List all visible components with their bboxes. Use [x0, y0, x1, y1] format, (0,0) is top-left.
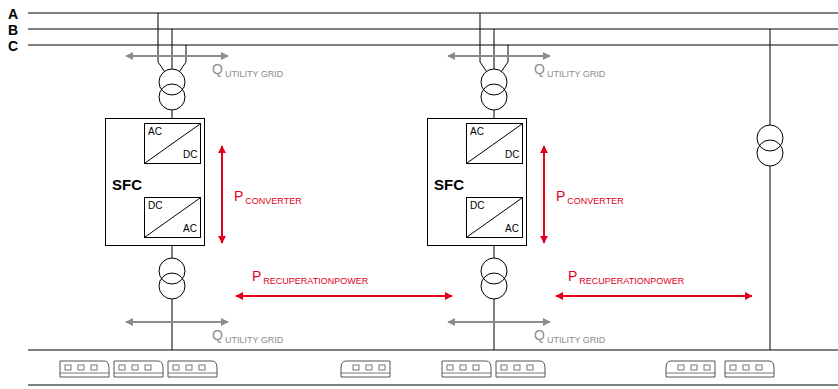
quantity-label: QUTILITY GRID [534, 61, 605, 77]
trains [60, 361, 774, 377]
transformer-feeder [757, 29, 783, 350]
quantity-symbol: P [568, 268, 577, 284]
converter-side: DC [505, 150, 519, 160]
quantity-label: QUTILITY GRID [212, 327, 283, 343]
quantity-subscript: UTILITY GRID [225, 335, 283, 345]
quantity-symbol: Q [534, 327, 545, 343]
quantity-label: PRECUPERATIONPOWER [568, 268, 684, 284]
quantity-label: PCONVERTER [556, 188, 624, 204]
converter-box: SFC AC DC DC AC [427, 118, 527, 246]
converter-side: AC [183, 224, 197, 234]
converter-block: AC DC [144, 123, 201, 164]
quantity-label: B [8, 22, 18, 38]
quantity-subscript: UTILITY GRID [547, 335, 605, 345]
phase-name: C [8, 38, 18, 54]
quantity-symbol: Q [212, 61, 223, 77]
quantity-symbol: P [556, 188, 565, 204]
converter-side: DC [470, 201, 484, 211]
converter-side: DC [183, 150, 197, 160]
converter-title: SFC [434, 177, 464, 192]
converter-side: AC [470, 127, 484, 137]
quantity-label: QUTILITY GRID [212, 61, 283, 77]
converter-side: AC [505, 224, 519, 234]
converter-block: DC AC [144, 197, 201, 238]
converter-side: AC [148, 127, 162, 137]
quantity-symbol: P [252, 268, 261, 284]
converter-side: DC [148, 201, 162, 211]
quantity-subscript: RECUPERATIONPOWER [263, 276, 368, 286]
quantity-subscript: CONVERTER [245, 196, 301, 206]
quantity-label: A [8, 6, 18, 22]
converter-block: DC AC [466, 197, 523, 238]
phase-name: A [8, 6, 18, 22]
phase-name: B [8, 22, 18, 38]
quantity-label: PRECUPERATIONPOWER [252, 268, 368, 284]
quantity-label: PCONVERTER [234, 188, 302, 204]
quantity-subscript: UTILITY GRID [547, 69, 605, 79]
quantity-symbol: Q [534, 61, 545, 77]
quantity-subscript: CONVERTER [567, 196, 623, 206]
quantity-symbol: Q [212, 327, 223, 343]
quantity-symbol: P [234, 188, 243, 204]
quantity-label: C [8, 38, 18, 54]
rails [28, 350, 838, 385]
quantity-label: QUTILITY GRID [534, 327, 605, 343]
quantity-subscript: RECUPERATIONPOWER [579, 276, 684, 286]
converter-box: SFC AC DC DC AC [105, 118, 205, 246]
three-phase-lines [28, 13, 838, 45]
quantity-subscript: UTILITY GRID [225, 69, 283, 79]
converter-block: AC DC [466, 123, 523, 164]
converter-title: SFC [112, 177, 142, 192]
